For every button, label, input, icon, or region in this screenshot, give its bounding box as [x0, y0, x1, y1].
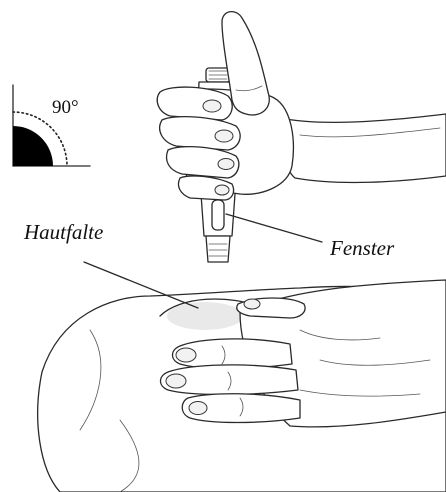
lower-index-nail	[176, 348, 196, 362]
pen-window	[212, 200, 224, 230]
hand-pinching-skin	[38, 280, 446, 492]
ring-nail	[218, 159, 234, 170]
index-nail	[203, 100, 221, 112]
window-leader-line	[226, 214, 322, 242]
window-label: Fenster	[329, 236, 395, 260]
angle-label: 90°	[52, 97, 79, 118]
upper-forearm	[280, 114, 446, 182]
index-finger	[157, 87, 232, 120]
angle-indicator: 90°	[13, 85, 90, 166]
lower-ring-nail	[189, 402, 207, 415]
hand-holding-pen	[157, 12, 446, 262]
little-nail	[215, 185, 229, 195]
lower-middle-nail	[166, 374, 186, 388]
middle-nail	[215, 130, 233, 142]
pen-needle-end	[206, 236, 230, 262]
angle-quadrant-icon	[13, 126, 53, 166]
skin-fold-highlight	[167, 302, 243, 330]
skin-fold-label: Hautfalte	[23, 220, 103, 244]
lower-thumb-nail	[244, 299, 260, 309]
